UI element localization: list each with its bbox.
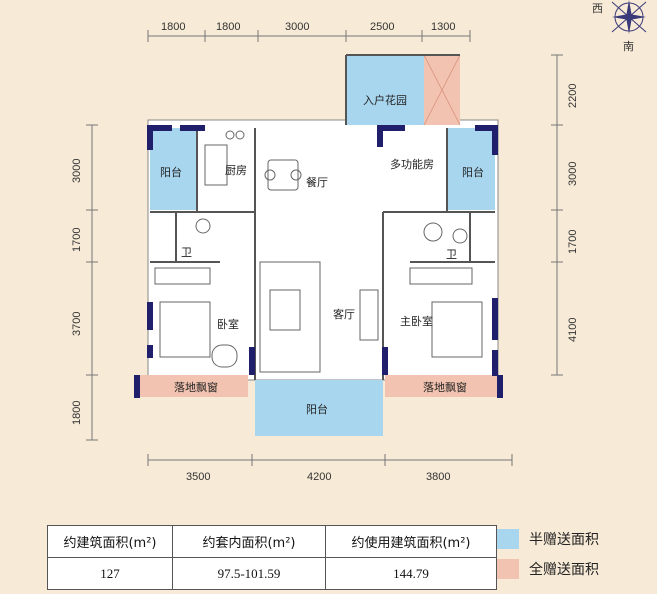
entry-garden-area: [346, 55, 424, 125]
dim-right-4: 4100: [567, 318, 579, 342]
room-balcony-bottom: 阳台: [306, 402, 328, 416]
room-bath-right: 卫: [446, 248, 457, 261]
dim-top-3: 3000: [285, 21, 309, 33]
dim-left-1: 3000: [71, 159, 83, 183]
dim-right-2: 3000: [567, 162, 579, 186]
room-living: 客厅: [333, 307, 355, 321]
room-bay-window-left: 落地飘窗: [174, 380, 218, 394]
room-bath-left: 卫: [181, 246, 192, 259]
value-usable-area: 144.79: [325, 557, 497, 590]
compass-south-label: 南: [623, 40, 634, 53]
room-kitchen: 厨房: [225, 164, 247, 177]
dim-right-1: 2200: [567, 84, 579, 108]
floor-plan: 西 南 1800 1800 3000 2500 1300 3000 1700 3…: [71, 0, 647, 483]
furniture: [154, 130, 483, 373]
balcony-bottom-area: [255, 380, 383, 436]
value-internal-area: 97.5-101.59: [172, 557, 326, 590]
bay-window-left-area: [138, 375, 248, 397]
room-multi-function: 多功能房: [390, 157, 434, 171]
balcony-right-area: [447, 128, 495, 210]
dim-top-4: 2500: [370, 21, 394, 33]
legend-half-label: 半赠送面积: [529, 532, 599, 548]
dim-bottom-3: 3800: [426, 471, 450, 483]
header-usable-area: 约使用建筑面积(m²): [325, 525, 497, 558]
room-balcony-right: 阳台: [462, 165, 484, 179]
exterior-walls: [134, 125, 503, 398]
legend-half: 半赠送面积: [497, 529, 599, 549]
dim-bottom-1: 3500: [186, 471, 210, 483]
compass-west-label: 西: [592, 3, 603, 15]
dim-right-3: 1700: [567, 230, 579, 254]
header-building-area: 约建筑面积(m²): [47, 525, 173, 558]
legend-half-swatch: [497, 529, 519, 549]
dim-top-5: 1300: [431, 21, 455, 33]
compass-icon: [611, 0, 647, 34]
area-table: 约建筑面积(m²) 约套内面积(m²) 约使用建筑面积(m²) 127 97.5…: [47, 525, 497, 590]
room-dining: 餐厅: [306, 175, 328, 189]
legend-full-label: 全赠送面积: [529, 562, 599, 578]
legend-full-swatch: [497, 559, 519, 579]
dim-left-4: 1800: [71, 401, 83, 425]
legend-full: 全赠送面积: [497, 559, 599, 579]
dim-left-2: 1700: [71, 228, 83, 252]
header-internal-area: 约套内面积(m²): [172, 525, 326, 558]
room-balcony-left: 阳台: [160, 165, 182, 179]
dimension-lines: [86, 30, 563, 466]
room-bay-window-right: 落地飘窗: [423, 380, 467, 394]
room-bedroom: 卧室: [217, 317, 239, 331]
dim-top-2: 1800: [216, 21, 240, 33]
balcony-left-area: [150, 128, 197, 210]
bay-window-right-area: [385, 375, 497, 397]
room-entry-garden: 入户花园: [363, 93, 407, 107]
dim-top-1: 1800: [161, 21, 185, 33]
dim-left-3: 3700: [71, 312, 83, 336]
dim-bottom-2: 4200: [307, 471, 331, 483]
floor-base: [147, 119, 499, 381]
room-master-bedroom: 主卧室: [400, 314, 433, 328]
value-building-area: 127: [47, 557, 173, 590]
